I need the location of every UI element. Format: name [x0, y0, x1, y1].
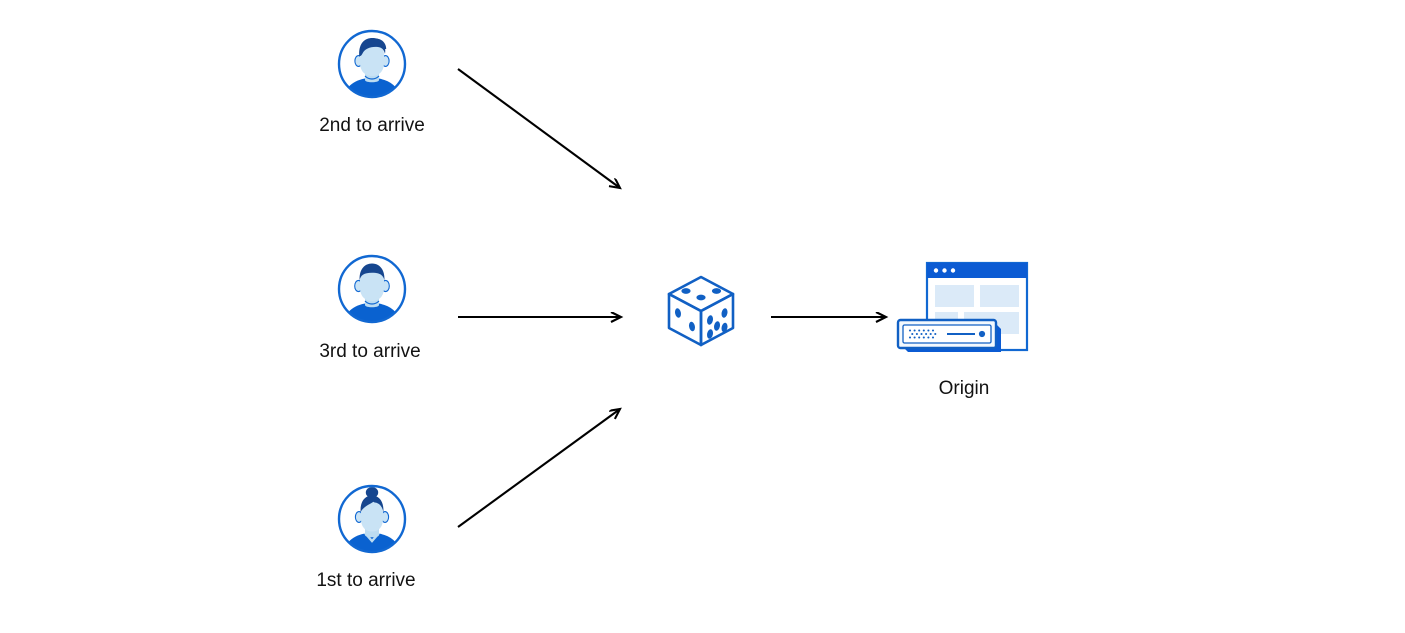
user-avatar-icon-2nd [336, 28, 408, 100]
arrow-1st-to-dice [457, 409, 620, 528]
router-device-icon [896, 318, 1001, 352]
client-2nd-label: 2nd to arrive [319, 115, 425, 136]
user-avatar-icon-1st [336, 483, 408, 555]
client-3rd-label: 3rd to arrive [319, 341, 421, 362]
client-1st-label: 1st to arrive [316, 570, 416, 591]
origin-label: Origin [938, 378, 990, 399]
origin-server-icon [896, 258, 1032, 358]
user-avatar-icon-3rd [336, 253, 408, 325]
dice-icon [662, 272, 740, 350]
arrow-2nd-to-dice [457, 68, 620, 188]
